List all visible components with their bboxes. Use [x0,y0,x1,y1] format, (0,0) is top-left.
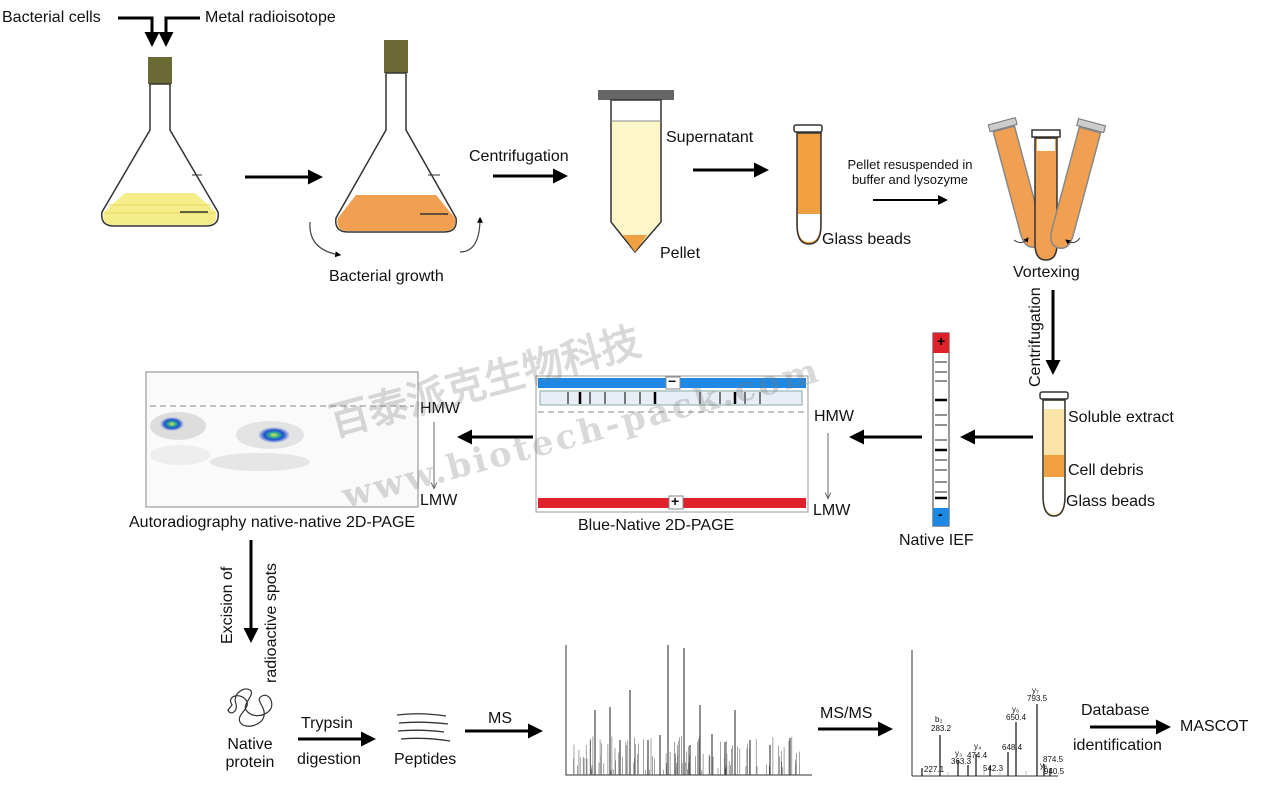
peak-940-mz: 940.5 [1044,767,1065,776]
label-bacterial-growth: Bacterial growth [329,268,444,285]
label-native-protein-line2: protein [225,754,275,772]
label-lmw-auto: LMW [420,492,458,509]
label-excision-line1: Excision of [219,566,236,644]
label-cell-debris: Cell debris [1068,462,1144,479]
peak-y4-mz: 474.4 [967,751,988,760]
flask-inoculation-icon [101,57,219,227]
peak-b2-label: b₂ [935,715,943,724]
ms-axes [565,645,812,776]
label-pellet-resuspended: Pellet resuspended in buffer and lysozym… [835,157,985,188]
peak-b2-mz: 283.2 [931,724,952,733]
label-metal-radioisotope: Metal radioisotope [205,9,336,26]
label-database: Database [1081,702,1150,719]
peak-y3-mz: 363.3 [951,757,972,766]
peak-y7-mz: 793.5 [1027,694,1048,703]
label-bacterial-cells: Bacterial cells [2,9,101,26]
peptides-icon [396,713,451,742]
native-protein-icon [227,688,273,727]
flask-growth-icon [335,40,457,233]
ms-spectrum-plot [565,645,812,776]
ief-plus-sign: + [937,333,946,349]
label-hmw-auto: HMW [420,400,460,417]
vortex-tubes-icon [987,117,1107,261]
peak-542-mz: 542.3 [983,764,1004,773]
label-peptides: Peptides [394,751,457,768]
peak-y4-label: y₄ [974,742,982,751]
label-centrifugation-1: Centrifugation [469,148,569,165]
label-excision-line2: radioactive spots [263,562,280,683]
peak-y6-mz: 650.4 [1006,713,1027,722]
extract-tube-icon [1039,391,1069,517]
label-msms: MS/MS [820,705,873,722]
blue-native-gel-icon [535,375,809,513]
label-native-ief: Native IEF [899,532,974,549]
autoradiography-gel-icon [145,371,419,508]
peak-648-mz: 648.4 [1002,743,1023,752]
label-lmw-bn: LMW [813,502,851,519]
peak-227-mz: 227.1 [924,765,945,774]
peak-874-mz: 874.5 [1043,755,1064,764]
centrifuge-tube-icon [598,90,674,254]
label-soluble-extract: Soluble extract [1068,409,1174,426]
label-supernatant: Supernatant [666,129,754,146]
input-arrows [118,16,200,47]
bn-plus-sign: + [671,493,680,509]
peak-y8-label: y₈ [1040,761,1048,770]
ief-minus-sign: - [938,506,943,522]
label-pellet: Pellet [660,245,701,262]
msms-spectrum-plot [911,650,1058,777]
bn-minus-sign: − [668,373,677,389]
label-hmw-bn: HMW [814,408,854,425]
label-digestion: digestion [297,751,362,768]
label-centrifugation-2: Centrifugation [1027,287,1044,387]
label-autoradiography: Autoradiography native-native 2D-PAGE [129,514,416,531]
label-mascot: MASCOT [1180,718,1249,735]
label-trypsin: Trypsin [301,715,353,732]
resuspension-tube-icon [793,124,823,245]
label-glass-beads-1: Glass beads [822,231,911,248]
label-vortexing: Vortexing [1013,264,1080,281]
peak-y6-label: y₆ [1012,705,1020,714]
label-blue-native: Blue-Native 2D-PAGE [578,517,735,534]
growth-curved-arrows [309,216,483,258]
ief-strip-icon [932,332,950,527]
label-identification: identification [1073,737,1162,754]
label-pellet-resuspended-line1: Pellet resuspended in [847,157,973,172]
label-native-protein-line1: Native [227,736,273,753]
peak-y7-label: y₇ [1032,686,1039,695]
peak-y3-label: y₃ [955,749,963,758]
label-pellet-resuspended-line2: buffer and lysozyme [851,171,969,187]
label-glass-beads-2: Glass beads [1066,493,1155,510]
label-native-protein: Native protein [215,736,285,773]
label-ms: MS [488,710,512,727]
